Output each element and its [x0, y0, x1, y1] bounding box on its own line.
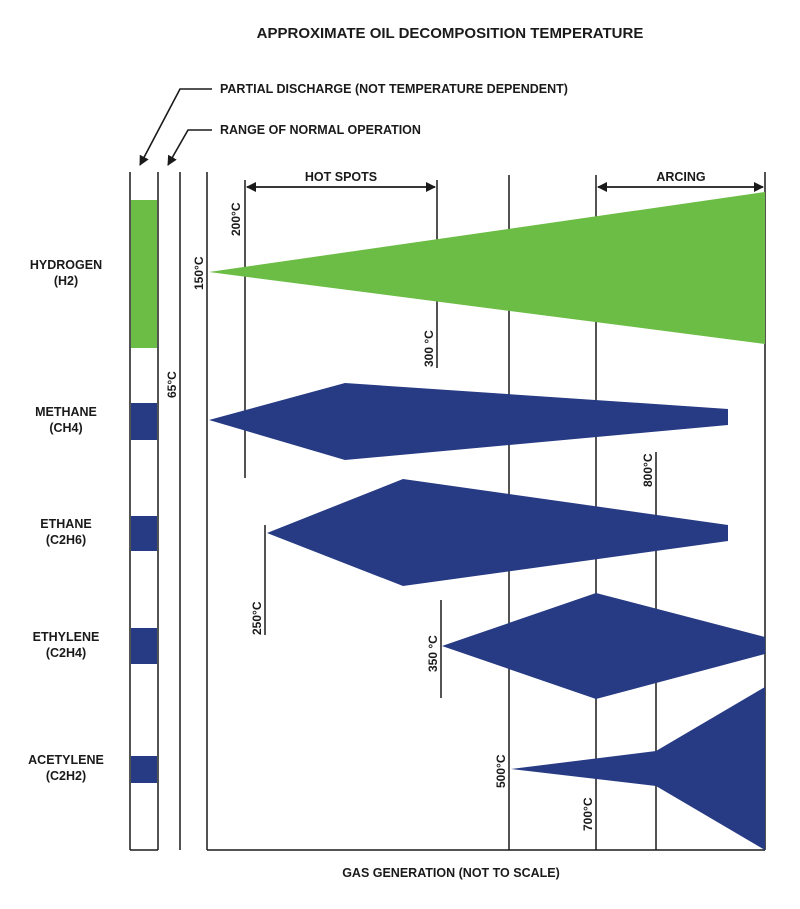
methane-discharge-block: [131, 403, 157, 440]
temp-150-label: 150°C: [192, 256, 206, 290]
gas-formula: (C2H6): [46, 533, 86, 547]
arcing-range: ARCING: [597, 170, 764, 192]
gas-label-methane: METHANE (CH4): [35, 405, 97, 435]
gas-label-acetylene: ACETYLENE (C2H2): [28, 753, 104, 783]
gas-label-hydrogen: HYDROGEN (H2): [30, 258, 102, 288]
acetylene-generation-shape: [511, 687, 765, 850]
temp-350-label: 350 °C: [426, 635, 440, 672]
temp-700-label: 700°C: [581, 797, 595, 831]
hot-spots-range: HOT SPOTS: [246, 170, 436, 192]
hydrogen-generation-shape: [209, 192, 765, 344]
temp-800-label: 800°C: [641, 453, 655, 487]
acetylene-discharge-block: [131, 756, 157, 783]
temp-200-label: 200°C: [229, 202, 243, 236]
ethylene-generation-shape: [442, 593, 765, 699]
gas-name: HYDROGEN: [30, 258, 102, 272]
diagram-title: APPROXIMATE OIL DECOMPOSITION TEMPERATUR…: [257, 25, 644, 42]
gas-label-ethylene: ETHYLENE (C2H4): [33, 630, 100, 660]
x-axis-label: GAS GENERATION (NOT TO SCALE): [342, 866, 560, 880]
gas-formula: (C2H4): [46, 646, 86, 660]
gas-formula: (H2): [54, 274, 78, 288]
temp-300-label: 300 °C: [422, 330, 436, 367]
hot-spots-label: HOT SPOTS: [305, 170, 377, 184]
ethane-generation-shape: [267, 479, 728, 586]
normal-operation-label: RANGE OF NORMAL OPERATION: [220, 123, 421, 137]
gas-formula: (CH4): [49, 421, 82, 435]
normal-operation-arrow: [167, 129, 212, 166]
gas-name: ETHANE: [40, 517, 91, 531]
gas-name: ETHYLENE: [33, 630, 100, 644]
partial-discharge-column: [129, 172, 159, 851]
partial-discharge-arrow: [139, 88, 212, 166]
hydrogen-discharge-block: [131, 200, 157, 348]
arcing-label: ARCING: [656, 170, 705, 184]
gas-name: METHANE: [35, 405, 97, 419]
temp-250-label: 250°C: [250, 601, 264, 635]
temp-500-label: 500°C: [494, 754, 508, 788]
methane-generation-shape: [209, 383, 728, 460]
temp-65-label: 65°C: [165, 371, 179, 398]
ethylene-discharge-block: [131, 628, 157, 664]
partial-discharge-label: PARTIAL DISCHARGE (NOT TEMPERATURE DEPEN…: [220, 82, 568, 96]
ethane-discharge-block: [131, 516, 157, 551]
gas-name: ACETYLENE: [28, 753, 104, 767]
gas-formula: (C2H2): [46, 769, 86, 783]
gas-label-ethane: ETHANE (C2H6): [40, 517, 91, 547]
